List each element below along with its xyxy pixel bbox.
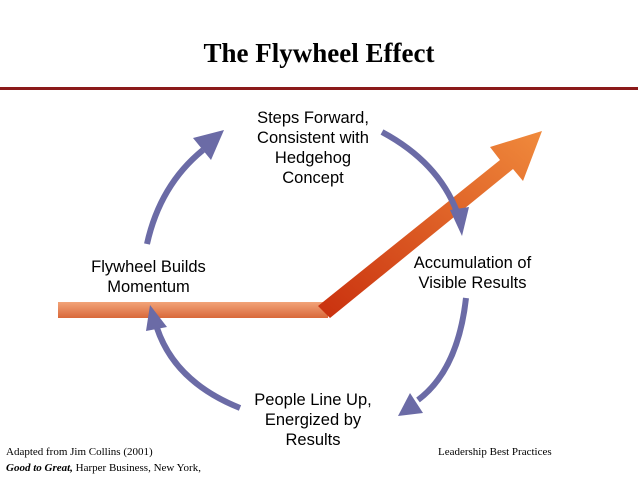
cycle-arrowhead-left xyxy=(146,305,167,331)
cycle-arrow-right-to-bottom xyxy=(416,297,469,403)
node-accumulation: Accumulation of Visible Results xyxy=(413,254,532,292)
cycle-arrowhead-top xyxy=(193,130,224,160)
momentum-bar xyxy=(58,302,328,318)
node-flywheel-builds: Flywheel Builds Momentum xyxy=(91,258,206,296)
page-title: The Flywheel Effect xyxy=(203,38,435,68)
title-rule xyxy=(0,87,638,90)
momentum-rising-arrow xyxy=(318,131,542,318)
cycle-arrow-top-to-right xyxy=(380,129,460,214)
footer-brand: Leadership Best Practices xyxy=(438,446,552,458)
cycle-arrow-bottom-to-left xyxy=(154,327,242,411)
footer-attribution-line2: Good to Great, Harper Business, New York… xyxy=(6,462,201,474)
cycle-arrows xyxy=(144,129,469,411)
cycle-arrowhead-bottom xyxy=(398,393,423,416)
node-people-line-up: People Line Up, Energized by Results xyxy=(254,391,372,449)
cycle-arrow-left-to-top xyxy=(144,147,205,245)
node-steps-forward: Steps Forward, Consistent with Hedgehog … xyxy=(257,109,369,187)
footer-book-title: Good to Great, xyxy=(6,462,73,474)
cycle-arrowhead-right xyxy=(450,207,469,236)
footer-attribution-line1: Adapted from Jim Collins (2001) xyxy=(6,446,153,458)
footer-publisher: Harper Business, New York, xyxy=(72,462,201,474)
